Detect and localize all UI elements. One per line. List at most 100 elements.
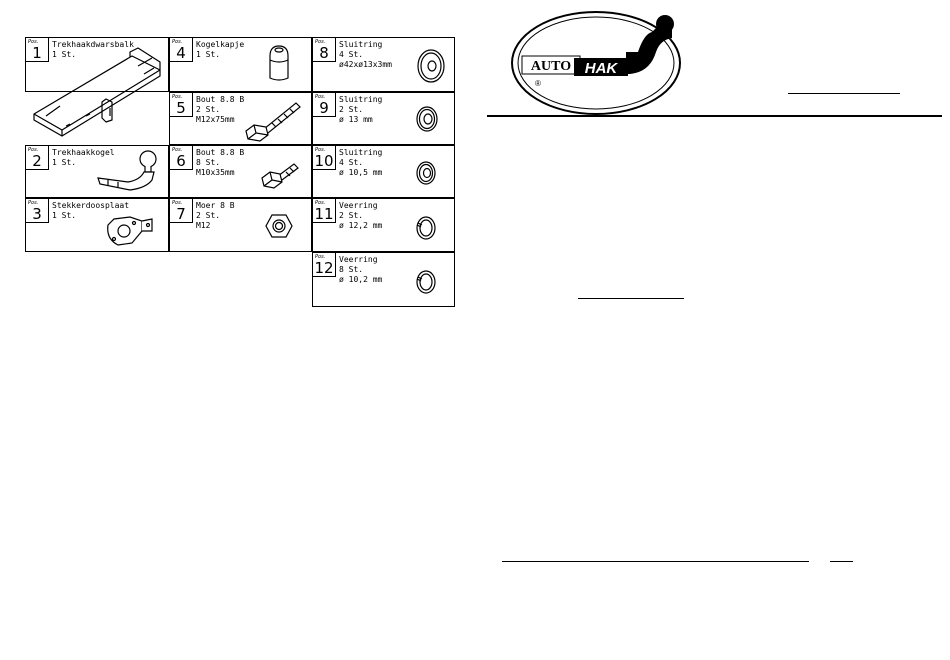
part-quantity: 1 St. xyxy=(52,50,77,59)
pos-box: Pos. 7 xyxy=(170,199,193,223)
pos-box: Pos. 12 xyxy=(313,253,336,277)
part-cell-1: Pos. 1 Trekhaakdwarsbalk 1 St. xyxy=(25,37,169,92)
part-name: Trekhaakdwarsbalk xyxy=(52,40,134,49)
washer-icon xyxy=(416,161,436,185)
part-name: Bout 8.8 B xyxy=(196,95,245,104)
part-name: Stekkerdoosplaat xyxy=(52,201,130,210)
pos-number: 2 xyxy=(32,152,42,170)
part-quantity: 2 St. xyxy=(196,105,221,114)
pos-number: 4 xyxy=(176,44,186,62)
part-spec: M10x35mm xyxy=(196,168,235,177)
pos-label: Pos. xyxy=(172,94,183,100)
part-quantity: 1 St. xyxy=(52,211,77,220)
logo-hak-text: HAK xyxy=(585,60,619,77)
part-spec: M12 xyxy=(196,221,211,230)
hex-nut-icon xyxy=(265,214,293,238)
header-underline xyxy=(788,93,900,94)
pos-number: 12 xyxy=(314,259,334,277)
part-spec: ø 10,2 mm xyxy=(339,275,383,284)
ball-cap-icon xyxy=(269,45,289,81)
part-spec: ø42xø13x3mm xyxy=(339,60,392,69)
part-quantity: 1 St. xyxy=(196,50,221,59)
pos-label: Pos. xyxy=(28,39,39,45)
pos-label: Pos. xyxy=(172,39,183,45)
part-name: Kogelkapje xyxy=(196,40,245,49)
pos-number: 7 xyxy=(176,205,186,223)
pos-label: Pos. xyxy=(172,147,183,153)
part-cell-12: Pos. 12 Veerring 8 St. ø 10,2 mm xyxy=(312,252,455,307)
pos-label: Pos. xyxy=(315,254,326,260)
long-bolt-icon xyxy=(245,102,301,142)
pos-box: Pos. 4 xyxy=(170,38,193,62)
part-name: Veerring xyxy=(339,255,378,264)
pos-number: 10 xyxy=(314,152,334,170)
part-cell-5: Pos. 5 Bout 8.8 B 2 St. M12x75mm xyxy=(169,92,312,145)
part-cell-8: Pos. 8 Sluitring 4 St. ø42xø13x3mm xyxy=(312,37,455,92)
pos-number: 8 xyxy=(319,44,329,62)
pos-box: Pos. 11 xyxy=(313,199,336,223)
pos-label: Pos. xyxy=(315,200,326,206)
part-spec: ø 13 mm xyxy=(339,115,373,124)
part-spec: ø 10,5 mm xyxy=(339,168,383,177)
header-divider xyxy=(487,115,942,117)
part-cell-4: Pos. 4 Kogelkapje 1 St. xyxy=(169,37,312,92)
spring-washer-icon xyxy=(416,270,436,294)
logo-auto-text: AUTO xyxy=(531,59,571,74)
autohak-logo: AUTO HAK ® xyxy=(511,11,681,115)
part-quantity: 8 St. xyxy=(339,265,364,274)
part-name: Bout 8.8 B xyxy=(196,148,245,157)
socket-plate-icon xyxy=(107,216,153,246)
pos-box: Pos. 6 xyxy=(170,146,193,170)
pos-box: Pos. 1 xyxy=(26,38,49,62)
part-quantity: 2 St. xyxy=(196,211,221,220)
pos-number: 1 xyxy=(32,44,42,62)
part-cell-2: Pos. 2 Trekhaakkogel 1 St. xyxy=(25,145,169,198)
part-name: Trekhaakkogel xyxy=(52,148,115,157)
part-cell-10: Pos. 10 Sluitring 4 St. ø 10,5 mm xyxy=(312,145,455,198)
part-name: Sluitring xyxy=(339,148,383,157)
pos-number: 11 xyxy=(314,205,334,223)
pos-box: Pos. 9 xyxy=(313,93,336,117)
pos-label: Pos. xyxy=(28,200,39,206)
part-name: Moer 8 B xyxy=(196,201,235,210)
form-line-tiny xyxy=(830,561,853,562)
pos-label: Pos. xyxy=(315,147,326,153)
pos-box: Pos. 10 xyxy=(313,146,336,170)
part-name: Sluitring xyxy=(339,40,383,49)
part-quantity: 4 St. xyxy=(339,50,364,59)
part-spec: M12x75mm xyxy=(196,115,235,124)
tow-ball-icon xyxy=(97,150,157,191)
short-bolt-icon xyxy=(261,163,299,189)
part-quantity: 2 St. xyxy=(339,211,364,220)
pos-label: Pos. xyxy=(315,94,326,100)
part-quantity: 1 St. xyxy=(52,158,77,167)
logo-registered-mark: ® xyxy=(535,79,541,88)
part-cell-3: Pos. 3 Stekkerdoosplaat 1 St. xyxy=(25,198,169,252)
pos-label: Pos. xyxy=(172,200,183,206)
part-cell-7: Pos. 7 Moer 8 B 2 St. M12 xyxy=(169,198,312,252)
part-name: Sluitring xyxy=(339,95,383,104)
pos-number: 3 xyxy=(32,205,42,223)
part-cell-6: Pos. 6 Bout 8.8 B 8 St. M10x35mm xyxy=(169,145,312,198)
pos-number: 9 xyxy=(319,99,329,117)
crossbar-icon xyxy=(33,47,161,137)
pos-number: 5 xyxy=(176,99,186,117)
large-washer-icon xyxy=(417,49,445,83)
form-line-long xyxy=(502,561,809,562)
pos-label: Pos. xyxy=(315,39,326,45)
part-cell-11: Pos. 11 Veerring 2 St. ø 12,2 mm xyxy=(312,198,455,252)
form-line-short xyxy=(578,298,684,299)
pos-box: Pos. 8 xyxy=(313,38,336,62)
pos-box: Pos. 2 xyxy=(26,146,49,170)
spring-washer-icon xyxy=(416,216,436,240)
washer-icon xyxy=(416,106,438,132)
part-quantity: 8 St. xyxy=(196,158,221,167)
pos-box: Pos. 5 xyxy=(170,93,193,117)
part-name: Veerring xyxy=(339,201,378,210)
part-cell-9: Pos. 9 Sluitring 2 St. ø 13 mm xyxy=(312,92,455,145)
pos-box: Pos. 3 xyxy=(26,199,49,223)
part-quantity: 4 St. xyxy=(339,158,364,167)
part-spec: ø 12,2 mm xyxy=(339,221,383,230)
part-quantity: 2 St. xyxy=(339,105,364,114)
pos-label: Pos. xyxy=(28,147,39,153)
